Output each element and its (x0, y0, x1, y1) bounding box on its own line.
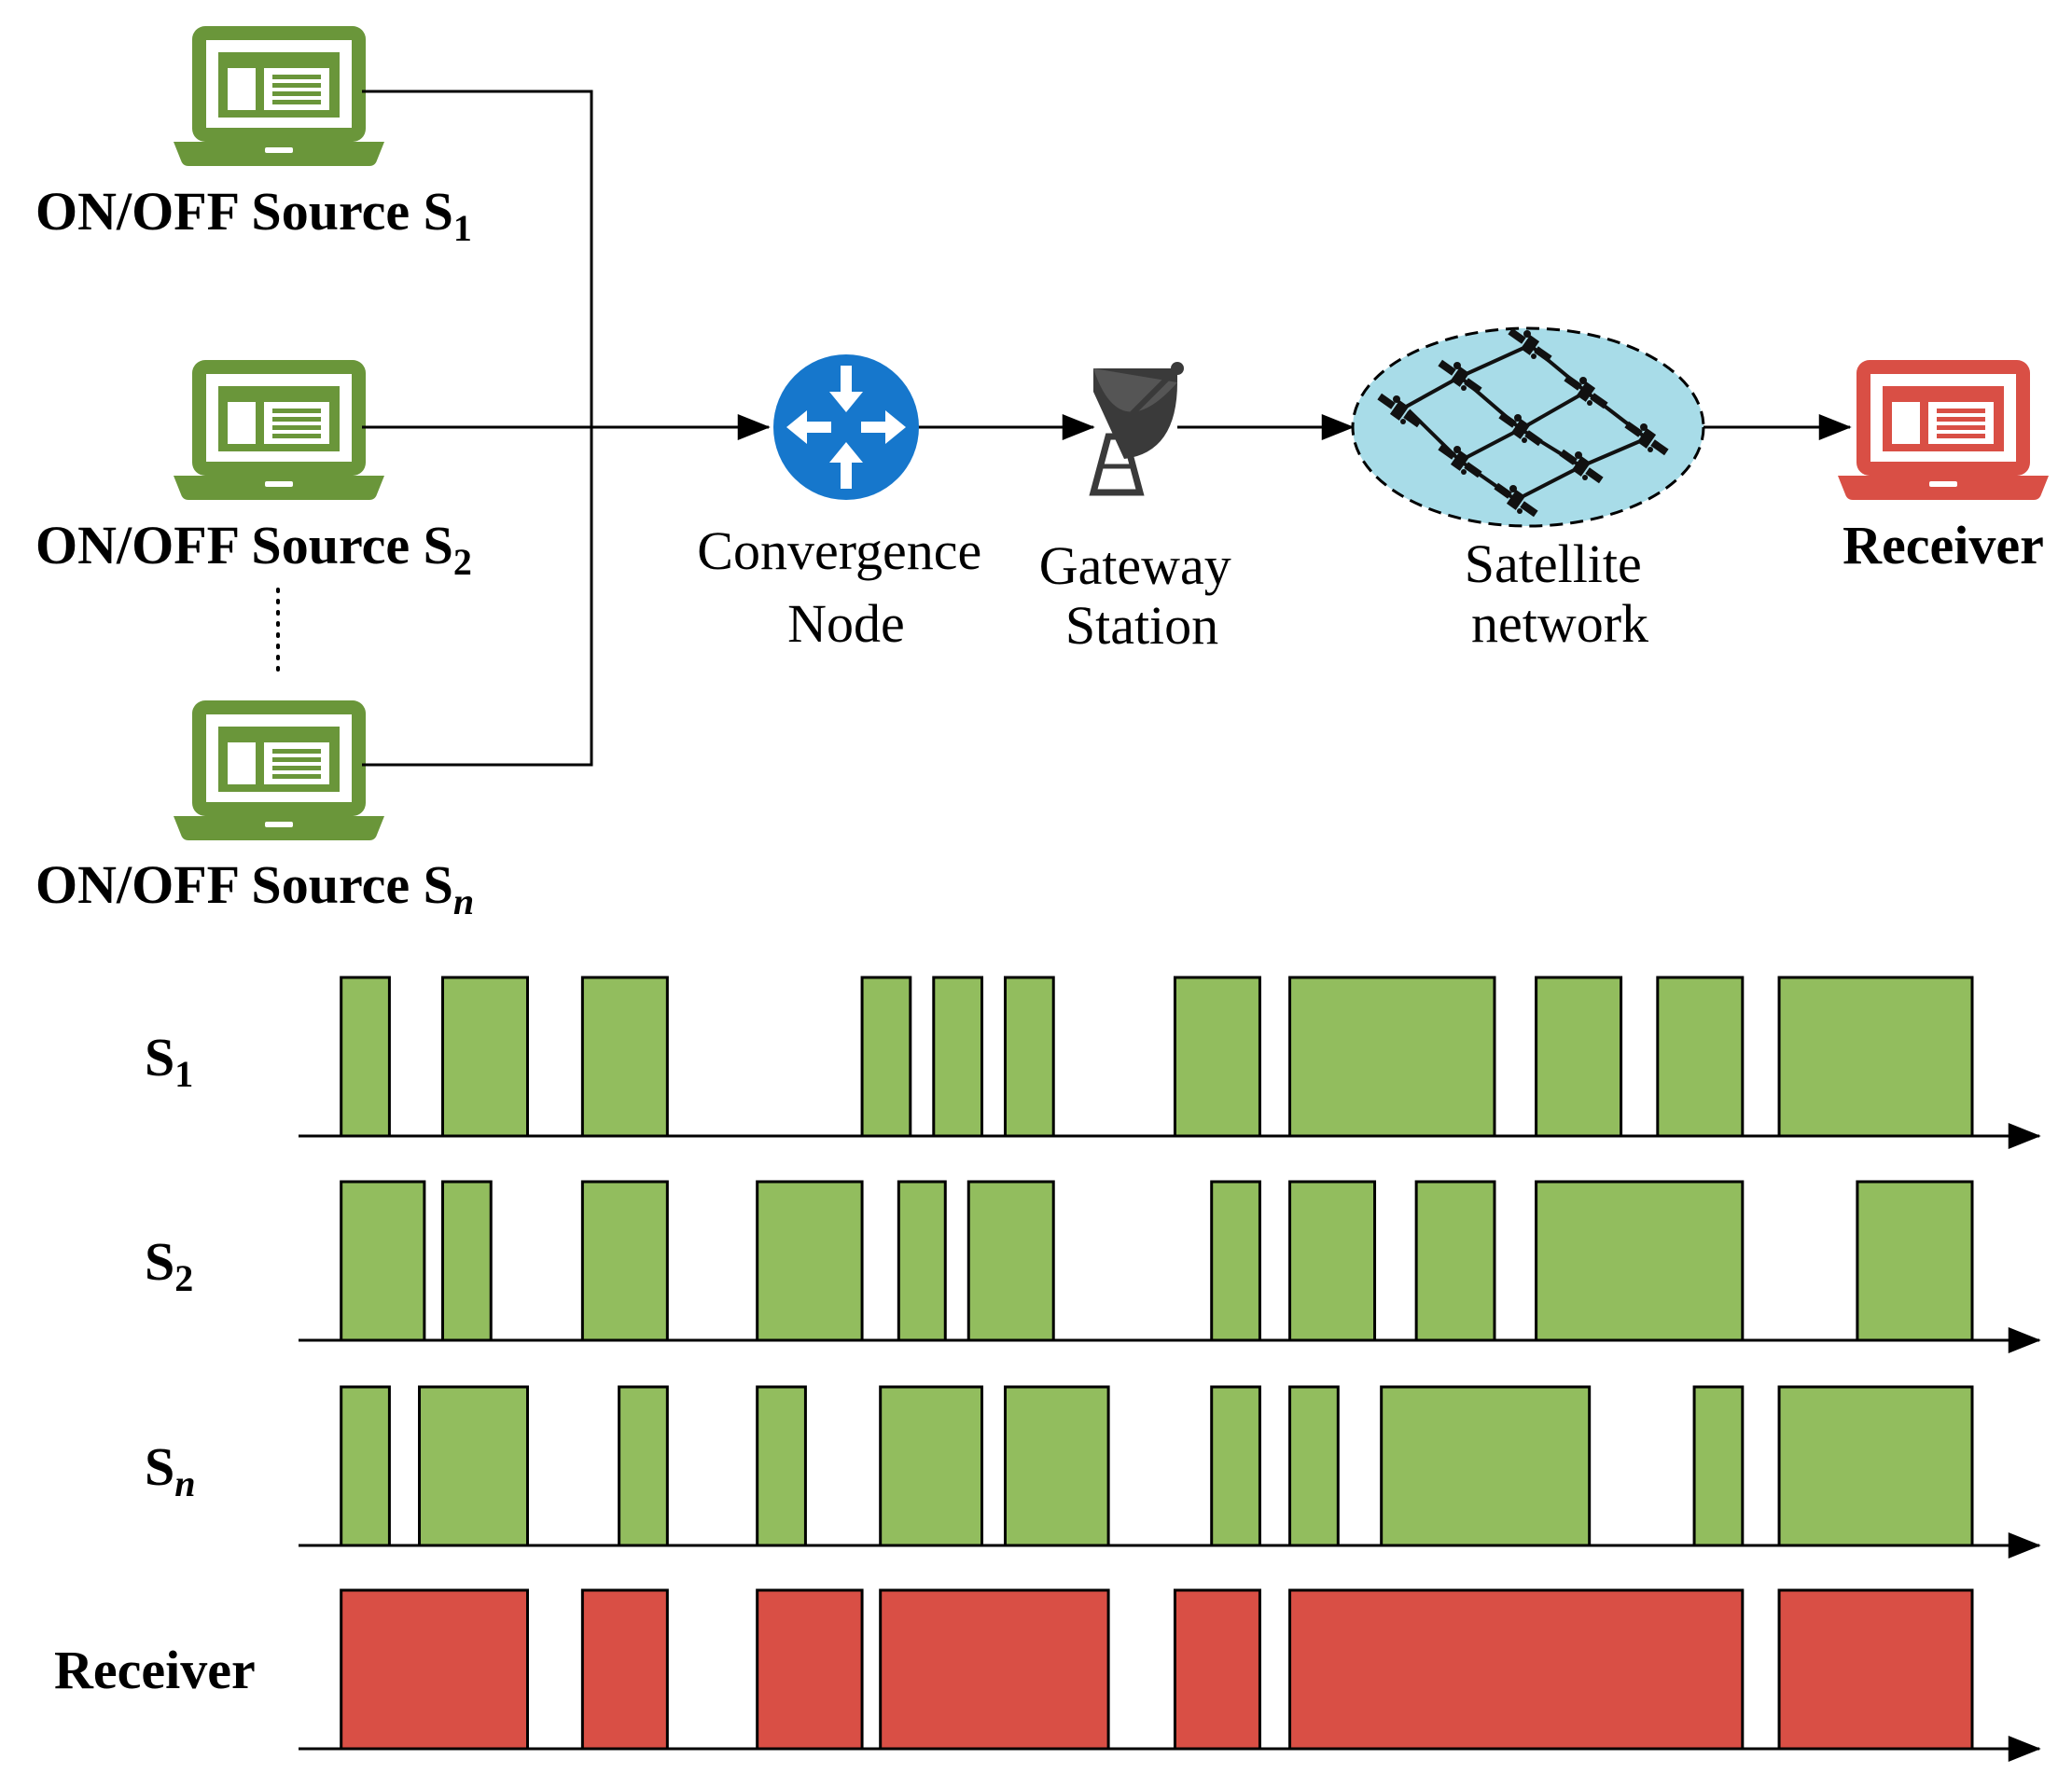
timeline-row: S1 (145, 976, 2041, 1149)
on-period-bar (1003, 1385, 1110, 1547)
on-period-bar (1692, 1385, 1745, 1547)
row-label: Receiver (54, 1640, 256, 1700)
receiver-node (1838, 360, 2049, 500)
on-period-bar (756, 1588, 864, 1751)
on-period-bar (340, 1588, 529, 1751)
on-period-bar (879, 1588, 1110, 1751)
convergence-label: Convergence Node (697, 520, 994, 654)
satellite-dish-icon (1089, 362, 1184, 496)
on-period-bar (1288, 1180, 1377, 1342)
on-period-bar (1210, 1180, 1261, 1342)
on-period-bar (580, 1588, 669, 1751)
on-period-bar (1656, 976, 1745, 1138)
on-period-bar (1380, 1385, 1592, 1547)
on-period-bar (441, 976, 529, 1138)
timeline-row: Sn (145, 1385, 2041, 1558)
on-period-bar (1288, 976, 1496, 1138)
on-period-bar (879, 1385, 984, 1547)
source-sn (174, 700, 384, 840)
on-period-bar (932, 976, 984, 1138)
on-period-bar (1173, 1588, 1261, 1751)
on-period-bar (897, 1180, 947, 1342)
row-label: S2 (145, 1231, 193, 1299)
on-period-bar (1210, 1385, 1261, 1547)
on-period-bar (1777, 1588, 1974, 1751)
router-icon (773, 354, 919, 500)
on-period-bar (860, 976, 912, 1138)
on-period-bar (1535, 1180, 1745, 1342)
on-period-bar (1288, 1385, 1340, 1547)
laptop-icon (174, 700, 384, 840)
laptop-icon (1838, 360, 2049, 500)
on-period-bar (441, 1180, 493, 1342)
source-s1 (174, 26, 384, 166)
satellite-label: Satellite network (1465, 533, 1656, 654)
source-sn-label: ON/OFF Source Sn (35, 854, 474, 922)
on-period-bar (580, 1180, 669, 1342)
on-period-bar (966, 1180, 1055, 1342)
on-period-bar (756, 1180, 864, 1342)
laptop-icon (174, 26, 384, 166)
on-period-bar (618, 1385, 669, 1547)
on-period-bar (1777, 1385, 1974, 1547)
on-period-bar (340, 976, 391, 1138)
on-period-bar (1535, 976, 1623, 1138)
on-period-bar (1856, 1180, 1974, 1342)
satellite-network-icon (1351, 326, 1705, 528)
row-label: S1 (145, 1027, 193, 1095)
laptop-icon (174, 360, 384, 500)
on-period-bar (340, 1180, 426, 1342)
source-s1-label: ON/OFF Source S1 (35, 181, 472, 249)
on-period-bar (756, 1385, 807, 1547)
on-period-bar (1414, 1180, 1496, 1342)
gateway-label: Gateway Station (1039, 535, 1245, 656)
source-s2 (174, 360, 384, 500)
receiver-label: Receiver (1843, 515, 2044, 575)
on-period-bar (340, 1385, 391, 1547)
on-period-bar (1173, 976, 1261, 1138)
on-period-bar (1288, 1588, 1745, 1751)
on-period-bar (580, 976, 669, 1138)
on-period-bar (418, 1385, 529, 1547)
on-period-bar (1777, 976, 1974, 1138)
timeline-row: S2 (145, 1180, 2041, 1353)
row-label: Sn (145, 1436, 196, 1504)
source-s2-label: ON/OFF Source S2 (35, 515, 472, 583)
timeline-row: Receiver (54, 1588, 2041, 1762)
on-period-bar (1003, 976, 1055, 1138)
